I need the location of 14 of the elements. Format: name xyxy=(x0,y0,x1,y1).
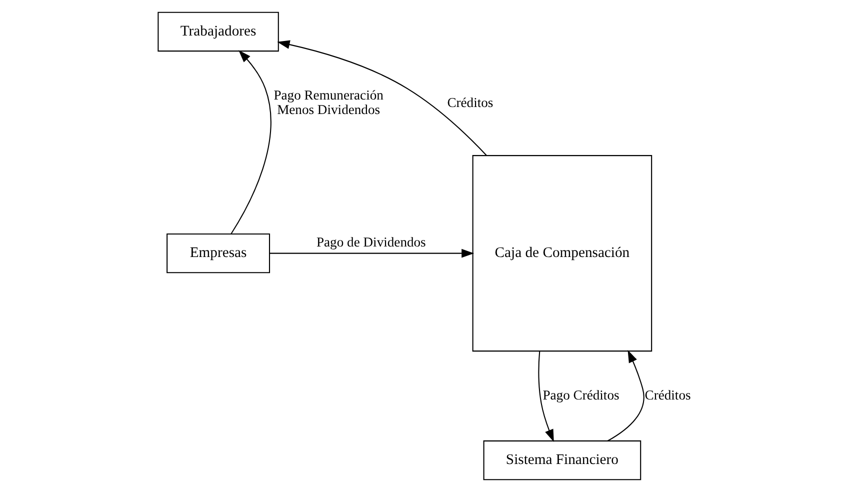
edge-label: Créditos xyxy=(644,388,690,403)
arrow xyxy=(276,40,486,156)
arrow xyxy=(606,350,644,442)
arrow xyxy=(230,50,271,234)
edge-label: Pago de Dividendos xyxy=(316,234,426,250)
node-box: Trabajadores xyxy=(157,12,278,52)
edge-label: Créditos xyxy=(446,94,493,110)
edge-label: Pago Créditos xyxy=(542,388,619,403)
edge-label: Pago Remuneración Menos Dividendos xyxy=(273,88,383,118)
arrow xyxy=(538,351,554,442)
arrow xyxy=(269,248,474,258)
node-box: Caja de Compensación xyxy=(472,155,652,352)
node-box: Empresas xyxy=(166,233,270,274)
node-box: Sistema Financiero xyxy=(482,440,641,480)
